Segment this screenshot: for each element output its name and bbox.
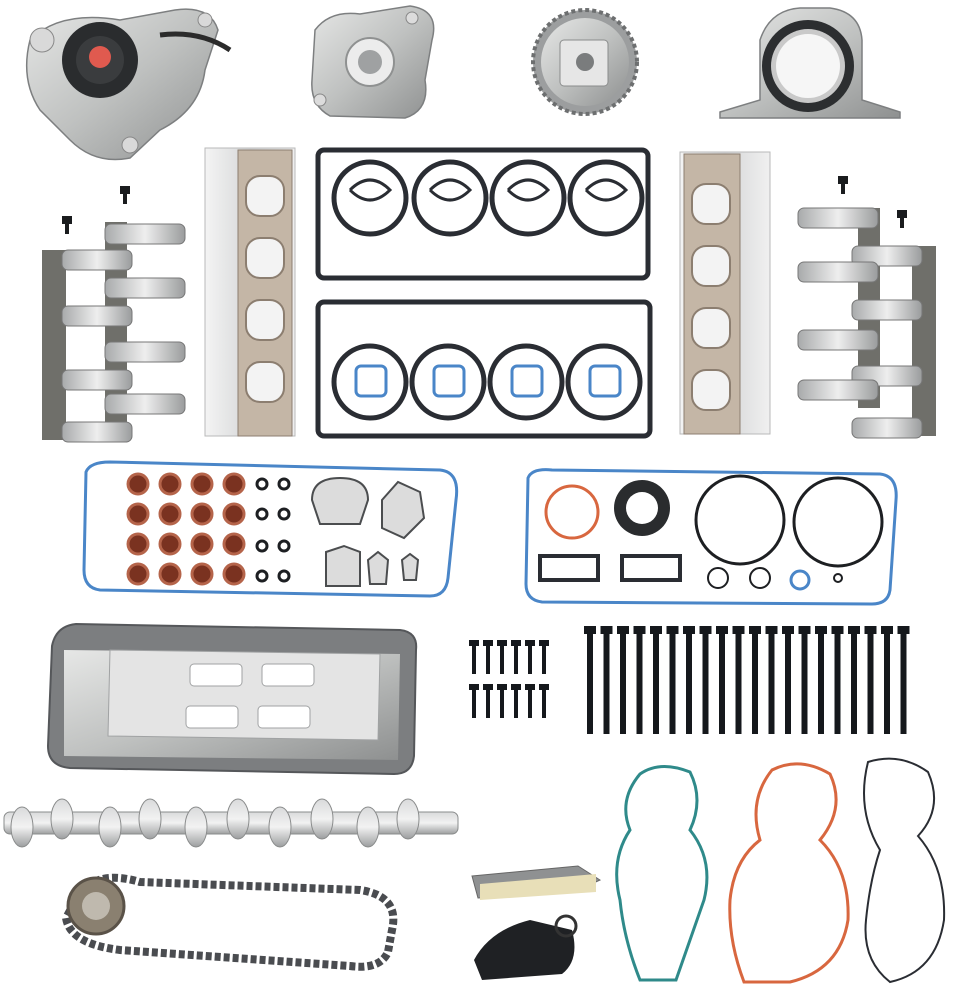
exhaust-manifold-gasket-right	[679, 151, 771, 435]
head-bolts	[584, 626, 910, 734]
head-bolt	[699, 626, 712, 734]
cam-lobe	[310, 798, 334, 840]
head-bolt	[666, 626, 679, 734]
head-bolt	[815, 626, 827, 734]
short-bolt	[539, 640, 549, 674]
head-bolt	[650, 626, 662, 734]
valve-stem-seal	[158, 562, 182, 586]
cam-lobe	[50, 798, 74, 840]
cam-lobe	[396, 798, 420, 840]
short-bolt	[525, 640, 535, 674]
short-bolt	[511, 640, 521, 674]
head-bolt	[864, 626, 877, 734]
valve-cover-gasket-left	[82, 460, 459, 598]
valve-stem-seal	[190, 472, 214, 496]
cam-lobe	[10, 806, 34, 848]
oil-pan-gasket	[46, 622, 418, 776]
short-bolt	[525, 684, 535, 718]
valve-cover-gasket-right	[524, 468, 898, 606]
water-pump	[25, 8, 232, 161]
lifter-guide-right	[797, 176, 936, 439]
valve-stem-seal	[126, 472, 150, 496]
valve-stem-seal	[222, 502, 246, 526]
cam-lobe	[138, 798, 162, 840]
lifter-guide-left	[42, 186, 186, 443]
short-bolts	[469, 640, 549, 718]
timing-cover-gasket-teal	[615, 765, 709, 982]
valve-stem-seal	[126, 562, 150, 586]
head-bolt	[633, 626, 646, 734]
cam-lobe	[184, 806, 208, 848]
short-bolt	[483, 640, 493, 674]
valve-stem-seal	[222, 532, 246, 556]
timing-cover-gasket-black	[863, 757, 946, 984]
short-bolt	[497, 640, 507, 674]
timing-chain	[61, 873, 398, 971]
valve-stem-seal	[158, 502, 182, 526]
head-bolt	[798, 626, 811, 734]
head-bolt	[782, 626, 794, 734]
head-bolt	[831, 626, 844, 734]
head-gasket-bottom	[315, 299, 653, 439]
cam-phaser	[531, 8, 639, 116]
short-bolt	[469, 684, 479, 718]
head-bolt	[897, 626, 910, 734]
head-bolt	[765, 626, 778, 734]
rear-main-seal	[719, 7, 901, 119]
chain-guide	[471, 865, 602, 900]
short-bolt	[511, 684, 521, 718]
valve-stem-seal	[190, 562, 214, 586]
head-bolt	[600, 626, 613, 734]
valve-stem-seal	[190, 502, 214, 526]
camshaft	[3, 798, 459, 848]
head-bolt	[617, 626, 629, 734]
cam-lobe	[226, 798, 250, 840]
oil-pump	[311, 5, 435, 119]
head-bolt	[848, 626, 860, 734]
head-bolt	[683, 626, 695, 734]
valve-stem-seal	[158, 532, 182, 556]
short-bolt	[483, 684, 493, 718]
head-bolt	[732, 626, 745, 734]
head-bolt	[881, 626, 893, 734]
cam-lobe	[98, 806, 122, 848]
cam-lobe	[268, 806, 292, 848]
short-bolt	[497, 684, 507, 718]
valve-stem-seal	[126, 532, 150, 556]
exhaust-manifold-gasket-left	[204, 147, 296, 437]
timing-cover-gasket-orange	[728, 762, 850, 984]
head-bolt	[584, 626, 596, 734]
valve-stem-seal	[158, 472, 182, 496]
head-bolt	[716, 626, 728, 734]
valve-stem-seal	[190, 532, 214, 556]
cam-lobe	[356, 806, 380, 848]
valve-stem-seal	[126, 502, 150, 526]
valve-stem-seal	[222, 562, 246, 586]
valve-stem-seal	[222, 472, 246, 496]
head-gasket-top	[315, 147, 651, 281]
short-bolt	[469, 640, 479, 674]
short-bolt	[539, 684, 549, 718]
chain-tensioner	[474, 914, 578, 980]
head-bolt	[749, 626, 761, 734]
